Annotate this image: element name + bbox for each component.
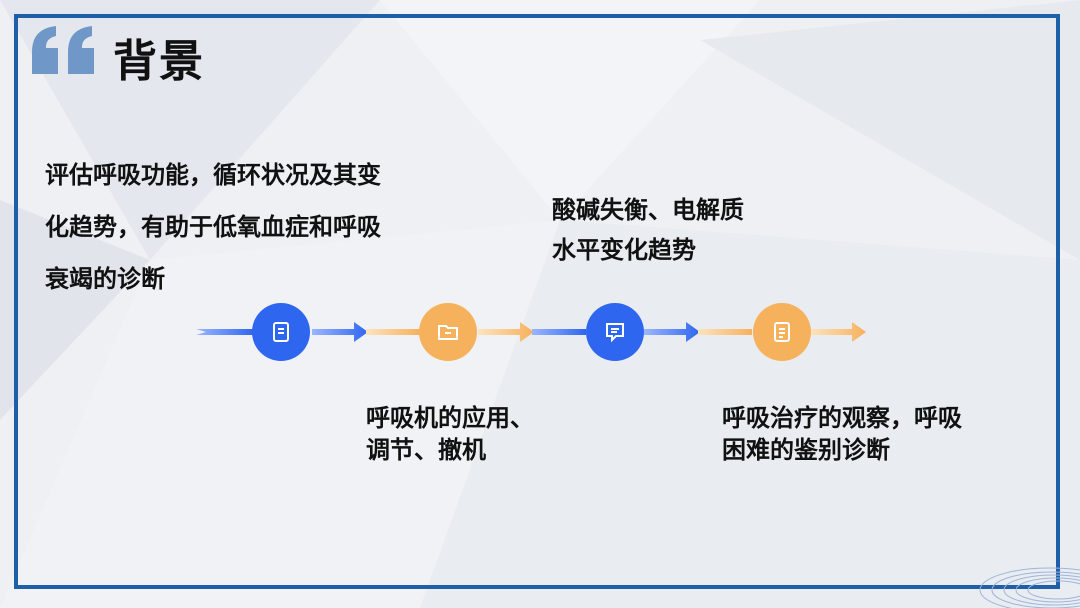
arrow-1-left [196, 329, 254, 335]
arrow-4-right [810, 322, 866, 342]
timeline-node-2 [419, 303, 477, 361]
point-ventilator: 呼吸机的应用、 调节、撤机 [366, 404, 534, 464]
point-respiratory-function: 评估呼吸功能，循环状况及其变 化趋势，有助于低氧血症和呼吸 衰竭的诊断 [45, 161, 381, 293]
arrow-3-right [644, 322, 700, 342]
quote-mark-icon [32, 26, 94, 74]
chat-icon [606, 323, 624, 343]
wave-decoration [979, 567, 1080, 608]
point-respiratory-therapy: 呼吸治疗的观察，呼吸 困难的鉴别诊断 [722, 404, 962, 464]
timeline-node-1 [252, 303, 310, 361]
arrow-3-left [532, 329, 586, 335]
arrow-1-right [312, 322, 368, 342]
note-icon [774, 322, 790, 342]
content-frame [14, 14, 1060, 589]
page-title: 背景 [113, 36, 205, 87]
folder-icon [438, 325, 458, 340]
arrow-2-left [366, 329, 420, 335]
arrow-2-right [478, 322, 534, 342]
timeline-node-4 [753, 303, 811, 361]
timeline-node-3 [586, 303, 644, 361]
arrow-4-left [698, 329, 752, 335]
timeline-arrows [196, 322, 866, 342]
point-acid-base: 酸碱失衡、电解质 水平变化趋势 [552, 196, 744, 264]
document-icon [273, 322, 289, 342]
